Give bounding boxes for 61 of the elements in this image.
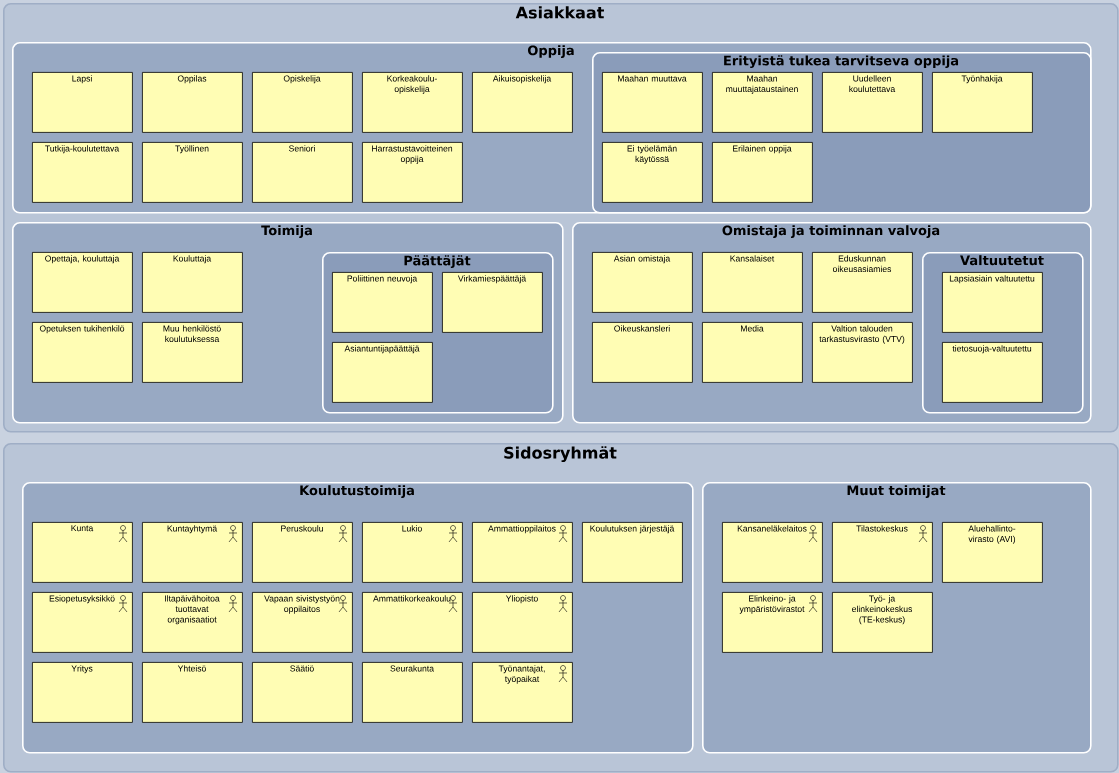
entity-box: Asian omistaja — [592, 252, 693, 313]
entity-box: Kansaneläkelaitos — [722, 522, 823, 583]
entity-box: Virkamiespäättäjä — [442, 272, 543, 333]
entity-box: Työnhakija — [932, 72, 1033, 133]
entity-box: Oppilas — [142, 72, 243, 133]
group-title: Koulutustoimija — [300, 485, 414, 498]
entity-box: Yhteisö — [142, 662, 243, 723]
entity-box: Aluehallinto- virasto (AVI) — [942, 522, 1043, 583]
entity-box: Kansalaiset — [702, 252, 803, 313]
entity-box: Säätiö — [252, 662, 353, 723]
entity-box: Kunta — [32, 522, 133, 583]
entity-box: Ei työelämän käytössä — [602, 142, 703, 203]
entity-box: Seurakunta — [362, 662, 463, 723]
group-title: Oppija — [528, 45, 574, 58]
entity-box: Työnantajat, työpaikat — [472, 662, 573, 723]
entity-box: Koulutuksen järjestäjä — [582, 522, 683, 583]
entity-box: Maahan muuttajataustainen — [712, 72, 813, 133]
entity-box: Oikeuskansleri — [592, 322, 693, 383]
entity-box: Opiskelija — [252, 72, 353, 133]
entity-box: Vapaan sivistystyön oppilaitos — [252, 592, 353, 653]
entity-box: Korkeakoulu-opiskelija — [362, 72, 463, 133]
entity-box: Yliopisto — [472, 592, 573, 653]
entity-box: Valtion talouden tarkastusvirasto (VTV) — [812, 322, 913, 383]
entity-box: Eduskunnan oikeusasiamies — [812, 252, 913, 313]
entity-box: Tutkija-koulutettava — [32, 142, 133, 203]
entity-box: Peruskoulu — [252, 522, 353, 583]
entity-box: Ammattikorkeakoulu — [362, 592, 463, 653]
group-title: Erityistä tukea tarvitseva oppija — [724, 55, 959, 69]
entity-box: Opettaja, kouluttaja — [32, 252, 133, 313]
entity-box: Muu henkilöstö koulutuksessa — [142, 322, 243, 383]
group-title: Päättäjät — [404, 255, 471, 269]
entity-box: Työllinen — [142, 142, 243, 203]
entity-box: Kuntayhtymä — [142, 522, 243, 583]
entity-box: Esiopetusyksikkö — [32, 592, 133, 653]
entity-box: Seniori — [252, 142, 353, 203]
entity-box: Työ- ja elinkeinokeskus (TE-keskus) — [832, 592, 933, 653]
entity-box: Asiantuntijapäättäjä — [332, 342, 433, 403]
entity-box: Iltapäivähoitoa tuottavat organisaatiot — [142, 592, 243, 653]
entity-box: Ammattioppilaitos — [472, 522, 573, 583]
entity-box: Aikuisopiskelija — [472, 72, 573, 133]
group-title: Omistaja ja toiminnan valvoja — [722, 225, 940, 238]
band-title: Sidosryhmät — [504, 446, 617, 463]
entity-box: Lukio — [362, 522, 463, 583]
entity-box: Harrastustavoitteinen oppija — [362, 142, 463, 203]
group-title: Toimija — [261, 225, 312, 238]
entity-box: Tilastokeskus — [832, 522, 933, 583]
entity-box: Maahan muuttava — [602, 72, 703, 133]
entity-box: Lapsiasiain valtuutettu — [942, 272, 1043, 333]
group-title: Valtuutetut — [960, 255, 1044, 266]
group-title: Muut toimijat — [847, 485, 946, 498]
entity-box: tietosuoja-valtuutettu — [942, 342, 1043, 403]
entity-box: Poliittinen neuvoja — [332, 272, 433, 333]
band-title: Asiakkaat — [515, 6, 604, 19]
entity-box: Uudelleen koulutettava — [822, 72, 923, 133]
entity-box: Kouluttaja — [142, 252, 243, 313]
entity-box: Elinkeino- ja ympäristövirastot — [722, 592, 823, 653]
entity-box: Media — [702, 322, 803, 383]
entity-box: Erilainen oppija — [712, 142, 813, 203]
entity-box: Opetuksen tukihenkilö — [32, 322, 133, 383]
entity-box: Lapsi — [32, 72, 133, 133]
entity-box: Yritys — [32, 662, 133, 723]
